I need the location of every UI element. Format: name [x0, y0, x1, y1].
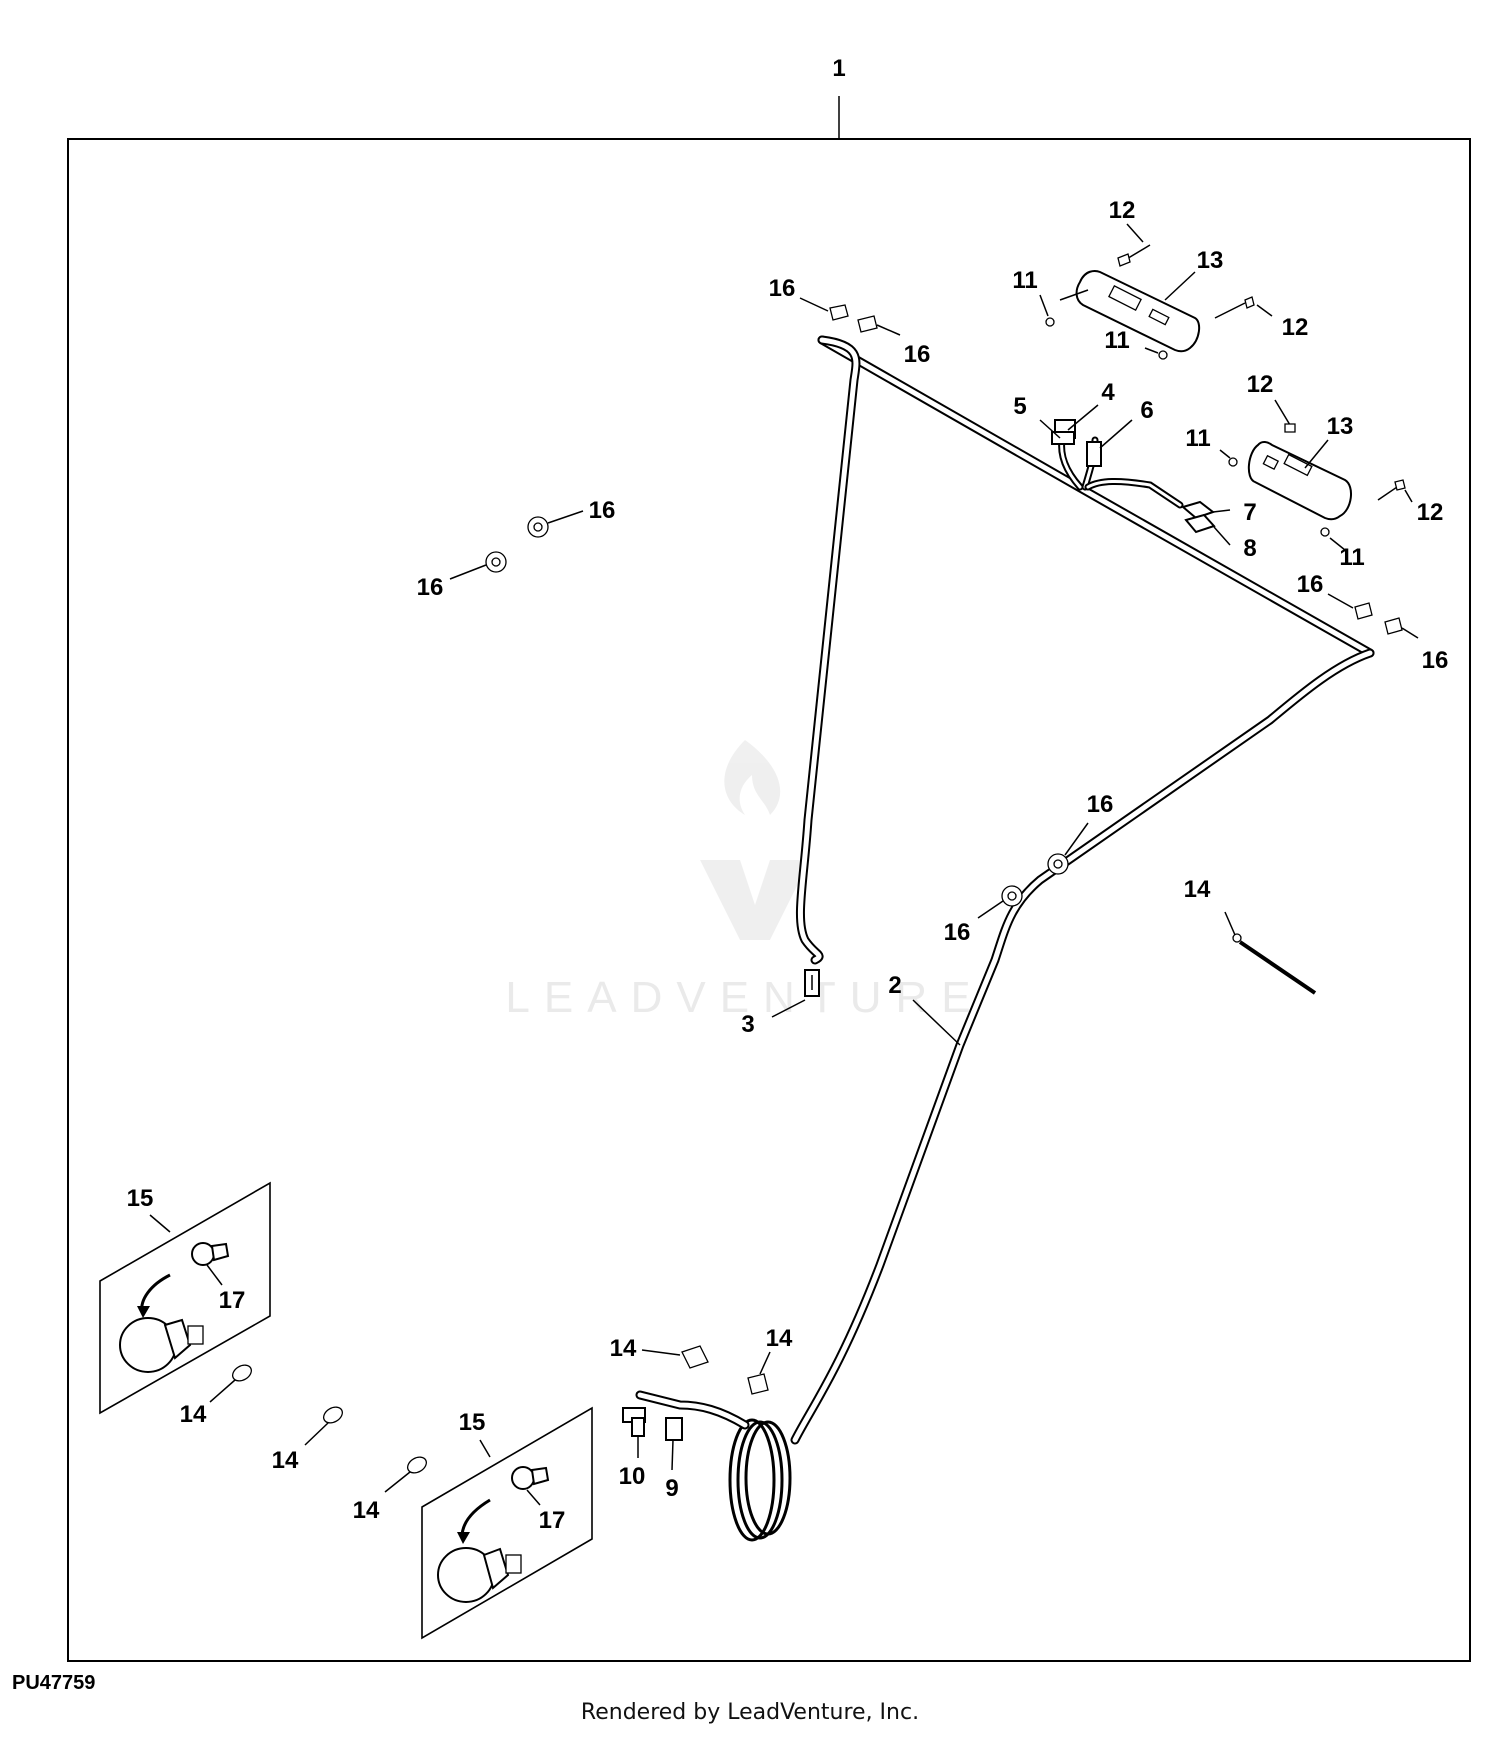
- cable-tie-14: [1224, 911, 1317, 995]
- nut-16-mid-pair: [977, 822, 1089, 919]
- clip-14-lower-c: [384, 1456, 427, 1493]
- callout-1: 1: [832, 55, 845, 82]
- callout-13-upper: 13: [1197, 247, 1224, 274]
- watermark-text: LEADVENTURE: [505, 973, 984, 1022]
- callout-16-d: 16: [417, 574, 444, 601]
- callout-5: 5: [1013, 393, 1026, 420]
- callout-17-left: 17: [219, 1287, 246, 1314]
- callout-6: 6: [1140, 397, 1153, 424]
- callout-16-c: 16: [589, 497, 616, 524]
- callout-10: 10: [619, 1463, 646, 1490]
- callout-12-c: 12: [1247, 371, 1274, 398]
- callout-12-a: 12: [1109, 197, 1136, 224]
- callout-17-right: 17: [539, 1507, 566, 1534]
- clip-14-lower-b: [304, 1406, 343, 1446]
- connectors-4-5-6: [1039, 404, 1133, 467]
- callout-11-d: 11: [1339, 544, 1364, 571]
- lamp-assembly-15-right: [421, 1406, 593, 1640]
- main-harness: [635, 335, 1375, 1542]
- clip-14-center-b: [747, 1351, 771, 1395]
- connectors-7-8: [1180, 500, 1231, 546]
- assembly-frame: [67, 138, 1471, 1662]
- callout-16-g: 16: [1087, 791, 1114, 818]
- render-credit: Rendered by LeadVenture, Inc.: [580, 1700, 920, 1725]
- callout-9: 9: [665, 1475, 678, 1502]
- washer-11-lower: [1219, 449, 1346, 551]
- callout-16-h: 16: [944, 919, 971, 946]
- callout-14-f: 14: [353, 1497, 380, 1524]
- nut-16-left-pair: [449, 510, 584, 580]
- callout-11-b: 11: [1104, 327, 1129, 354]
- callout-8: 8: [1243, 535, 1256, 562]
- clip-16-right-pair: [1327, 593, 1419, 639]
- callout-14-e: 14: [272, 1447, 299, 1474]
- light-13-upper: [1059, 270, 1201, 353]
- screw-12-lower-left: [1274, 399, 1296, 433]
- callout-16-a: 16: [769, 275, 796, 302]
- clip-16-top-pair: [799, 297, 901, 336]
- callout-12-b: 12: [1282, 314, 1309, 341]
- callout-7: 7: [1243, 499, 1256, 526]
- screw-12-lower-right: [1377, 479, 1413, 503]
- callout-11-a: 11: [1012, 267, 1037, 294]
- callout-16-b: 16: [904, 341, 931, 368]
- clip-14-lower-a: [209, 1364, 252, 1403]
- callout-14-a: 14: [1184, 876, 1211, 903]
- callout-3: 3: [741, 1011, 754, 1038]
- callout-12-d: 12: [1417, 499, 1444, 526]
- light-13-lower: [1247, 441, 1352, 521]
- callout-4: 4: [1101, 379, 1115, 406]
- callout-15-left: 15: [127, 1185, 154, 1212]
- washer-11-upper: [1039, 294, 1168, 360]
- screw-12-upper-right: [1214, 296, 1273, 319]
- connector-3: [771, 969, 820, 1018]
- callout-14-b: 14: [610, 1335, 637, 1362]
- callout-13-lower: 13: [1327, 413, 1354, 440]
- leadventure-watermark: LEADVENTURE: [505, 740, 984, 1022]
- lamp-assembly-15-left: [99, 1181, 271, 1415]
- callout-14-d: 14: [180, 1401, 207, 1428]
- clip-14-center-a: [641, 1345, 709, 1369]
- callout-16-f: 16: [1422, 647, 1449, 674]
- callout-14-c: 14: [766, 1325, 793, 1352]
- callout-15-right: 15: [459, 1409, 486, 1436]
- callout-2: 2: [888, 972, 901, 999]
- callout-16-e: 16: [1297, 571, 1324, 598]
- callout-11-c: 11: [1185, 425, 1210, 452]
- connectors-9-10: [622, 1407, 683, 1471]
- screw-12-upper-left: [1117, 244, 1151, 267]
- figure-id: PU47759: [12, 1672, 96, 1694]
